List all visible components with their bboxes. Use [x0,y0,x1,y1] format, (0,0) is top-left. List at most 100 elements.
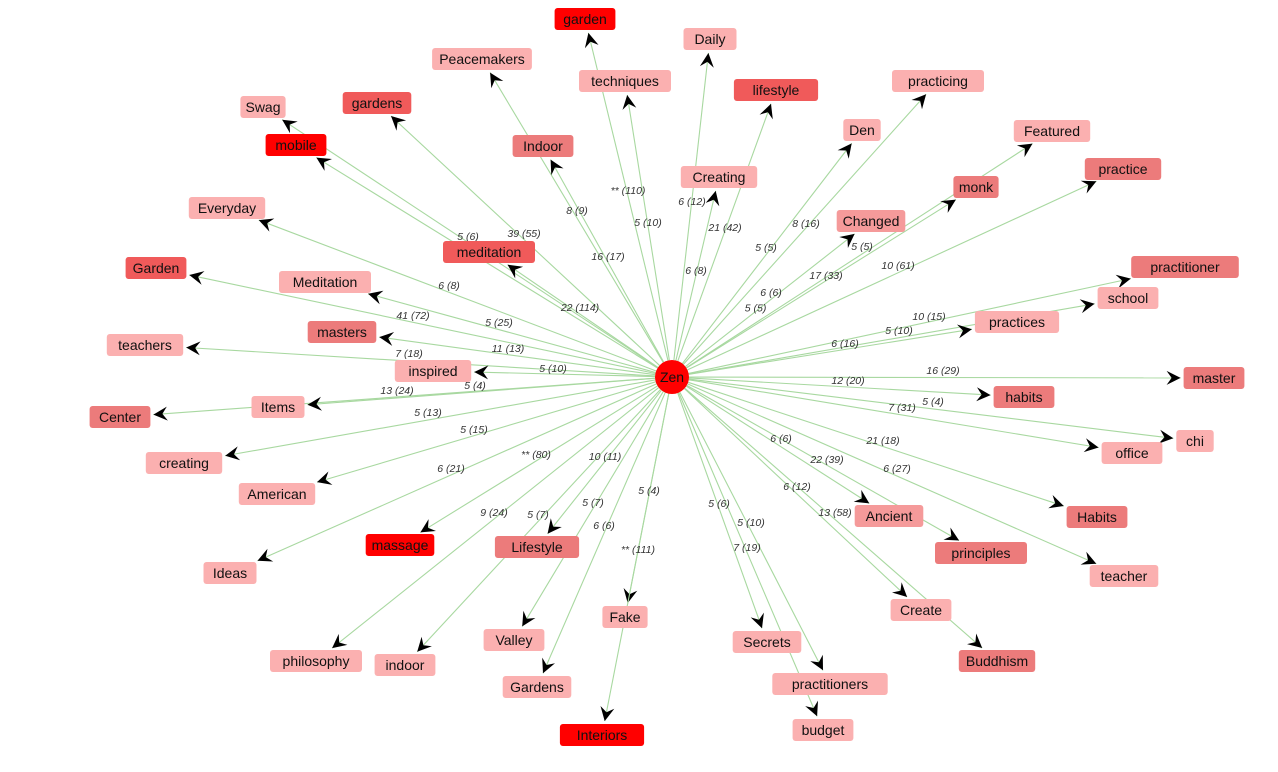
node-box [512,135,574,157]
edge-label: 6 (27) [883,463,910,475]
node-label: Creating [693,169,746,185]
edge-arrowhead [940,199,956,213]
node-master[interactable]: master [1183,367,1245,389]
node-featured[interactable]: Featured [1013,120,1091,142]
node-practices[interactable]: practices [974,311,1060,333]
edge-label: 10 (61) [881,260,914,272]
node-changed[interactable]: Changed [836,210,906,232]
node-habits[interactable]: habits [993,386,1055,408]
node-buddhism[interactable]: Buddhism [958,650,1036,672]
node-meditation-cap[interactable]: Meditation [279,271,371,293]
node-everyday[interactable]: Everyday [188,197,266,219]
node-secrets[interactable]: Secrets [732,631,802,653]
node-indoor-top[interactable]: Indoor [512,135,574,157]
node-massage[interactable]: massage [365,534,435,556]
edge-line [677,392,763,629]
node-monk[interactable]: monk [953,176,999,198]
node-label: practices [989,314,1045,330]
node-chi[interactable]: chi [1176,430,1214,452]
node-lifestyle[interactable]: lifestyle [733,79,819,101]
node-gardens[interactable]: gardens [342,92,412,114]
node-meditation-node[interactable]: meditation [443,241,535,263]
node-masters[interactable]: masters [307,321,377,343]
center-node[interactable]: Zen [655,360,689,394]
node-practitioners[interactable]: practitioners [772,673,888,695]
node-budget[interactable]: budget [792,719,854,741]
edge-line [681,143,853,364]
node-center-node[interactable]: Center [89,406,151,428]
edge-line [686,199,957,369]
node-habits-cap[interactable]: Habits [1066,506,1128,528]
node-practitioner[interactable]: practitioner [1131,256,1239,278]
edge-line [673,52,709,361]
node-garden-cap[interactable]: Garden [125,257,187,279]
node-garden[interactable]: garden [554,8,616,30]
node-teacher[interactable]: teacher [1089,565,1159,587]
node-mobile[interactable]: mobile [265,134,327,156]
node-box [443,241,535,263]
edge-line [684,388,908,598]
edge-arrowhead [892,582,908,597]
edge-label: 7 (31) [888,402,915,414]
edge-arrowhead [1080,551,1097,565]
node-label: massage [372,537,429,553]
edge-line [550,159,665,363]
node-lifestyle-cap[interactable]: Lifestyle [494,536,580,558]
edge-label: 5 (15) [460,424,487,436]
node-swag[interactable]: Swag [240,96,286,118]
node-creating-low[interactable]: creating [145,452,223,474]
node-office[interactable]: office [1101,442,1163,464]
edge-arrowhead [153,406,168,421]
node-valley[interactable]: Valley [483,629,545,651]
node-label: Buddhism [966,653,1028,669]
node-fake[interactable]: Fake [602,606,648,628]
node-indoor-low[interactable]: indoor [374,654,436,676]
node-label: Garden [133,260,180,276]
node-box [993,386,1055,408]
edge-arrowhead [368,290,384,305]
node-interiors[interactable]: Interiors [559,724,645,746]
node-practicing[interactable]: practicing [892,70,984,92]
node-american[interactable]: American [238,483,316,505]
node-inspired[interactable]: inspired [394,360,472,382]
node-box [106,334,184,356]
node-box [579,70,671,92]
node-philosophy[interactable]: philosophy [270,650,362,672]
edge-line [688,377,991,396]
node-peacemakers[interactable]: Peacemakers [432,48,532,70]
edge-arrowhead [1166,370,1181,385]
node-create[interactable]: Create [890,599,952,621]
node-techniques[interactable]: techniques [579,70,671,92]
node-label: American [247,486,306,502]
node-teachers[interactable]: teachers [106,334,184,356]
edge-label: 22 (39) [809,454,843,466]
node-den[interactable]: Den [843,119,881,141]
node-practice[interactable]: practice [1084,158,1162,180]
edge-arrowhead [1079,299,1095,314]
edge-label: 17 (33) [809,270,842,282]
node-school[interactable]: school [1097,287,1159,309]
node-creating-top[interactable]: Creating [680,166,758,188]
node-ideas[interactable]: Ideas [203,562,257,584]
edge-line [420,385,658,533]
node-box [792,719,854,741]
edge-line [687,381,1064,507]
edge-label: 12 (20) [831,375,864,387]
node-items[interactable]: Items [251,396,305,418]
edge-label: 5 (6) [708,498,730,510]
node-gardens-cap[interactable]: Gardens [502,676,572,698]
edge-line [507,264,659,368]
node-label: Changed [843,213,900,229]
node-box [1066,506,1128,528]
node-label: practicing [908,73,968,89]
edge-label: 6 (6) [770,433,792,445]
node-ancient[interactable]: Ancient [854,505,924,527]
node-principles[interactable]: principles [935,542,1027,564]
edge-arrowhead [600,706,615,722]
edge-line [390,115,660,366]
edge-arrowhead [490,72,504,89]
node-daily[interactable]: Daily [683,28,737,50]
edge-label: ** (110) [611,185,646,197]
